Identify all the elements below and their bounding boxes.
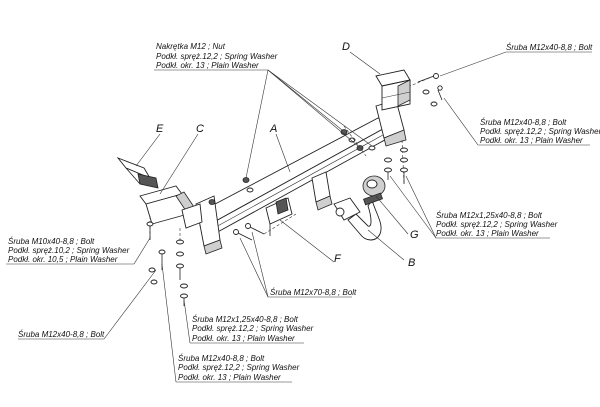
part-label-a: A: [269, 123, 277, 135]
part-letters: A B C D E F G: [156, 41, 419, 269]
callout-right-mid-line-3: Podkł. okr. 13 ; Plain Washer: [480, 136, 583, 145]
callout-nut-line-2: Podkł. spręż.12,2 ; Spring Washer: [156, 52, 278, 61]
mount-g: [311, 171, 333, 211]
callout-bottom-line-2: Podkł. spręż.12,2 ; Spring Washer: [178, 363, 300, 372]
part-label-b: B: [408, 257, 415, 269]
callout-bottom-line-1: Śruba M12x40-8,8 ; Bolt: [178, 354, 265, 363]
crossbar-a: [195, 99, 407, 255]
part-label-c: C: [196, 123, 204, 135]
socket-bracket-f: [265, 197, 293, 236]
socket-plate-e: [116, 156, 159, 189]
leader-lines: [6, 51, 592, 383]
fasteners: [146, 73, 443, 306]
towball-b: [333, 175, 386, 241]
callout-texts: Nakrętka M12 ; Nut Podkł. spręż.12,2 ; S…: [8, 42, 600, 382]
callout-bottom-line-3: Podkł. okr. 13 ; Plain Washer: [178, 373, 281, 382]
part-label-g: G: [410, 229, 419, 241]
callout-bottom-mid-line-1: Śruba M12x1,25x40-8,8 ; Bolt: [192, 315, 299, 324]
part-label-d: D: [342, 41, 350, 53]
callout-nut-line-1: Nakrętka M12 ; Nut: [156, 42, 226, 51]
callout-left-line-1: Śruba M10x40-8,8 ; Bolt: [8, 237, 95, 246]
callout-left-line-2: Podkł. spręż.10,2 ; Spring Washer: [8, 246, 130, 255]
callout-right-low-line-2: Podkł. spręż.12,2 ; Spring Washer: [436, 220, 558, 229]
part-label-e: E: [156, 123, 164, 135]
callout-center-line-1: Śruba M12x70-8,8 ; Bolt: [270, 288, 357, 297]
callout-bottom-left-line-1: Śruba M12x40-8,8 ; Bolt: [18, 330, 105, 339]
callout-top-right-line-1: Śruba M12x40-8,8 ; Bolt: [506, 43, 593, 52]
bracket-d: [375, 69, 411, 111]
callout-bottom-mid-line-3: Podkł. okr. 13 ; Plain Washer: [192, 334, 295, 343]
callout-right-low-line-3: Podkł. okr. 13 ; Plain Washer: [436, 229, 539, 238]
bracket-c: [139, 185, 203, 229]
callout-right-mid-line-1: Śruba M12x40-8,8 ; Bolt: [480, 118, 567, 127]
callout-nut-line-3: Podkł. okr. 13 ; Plain Washer: [156, 61, 259, 70]
part-label-f: F: [334, 253, 342, 265]
callout-bottom-mid-line-2: Podkł. spręż.12,2 ; Spring Washer: [192, 324, 314, 333]
callout-left-line-3: Podkł. okr. 10,5 ; Plain Washer: [8, 255, 118, 264]
callout-right-mid-line-2: Podkł. spręż.12,2 ; Spring Washer: [480, 127, 600, 136]
callout-right-low-line-1: Śruba M12x1,25x40-8,8 ; Bolt: [436, 211, 543, 220]
